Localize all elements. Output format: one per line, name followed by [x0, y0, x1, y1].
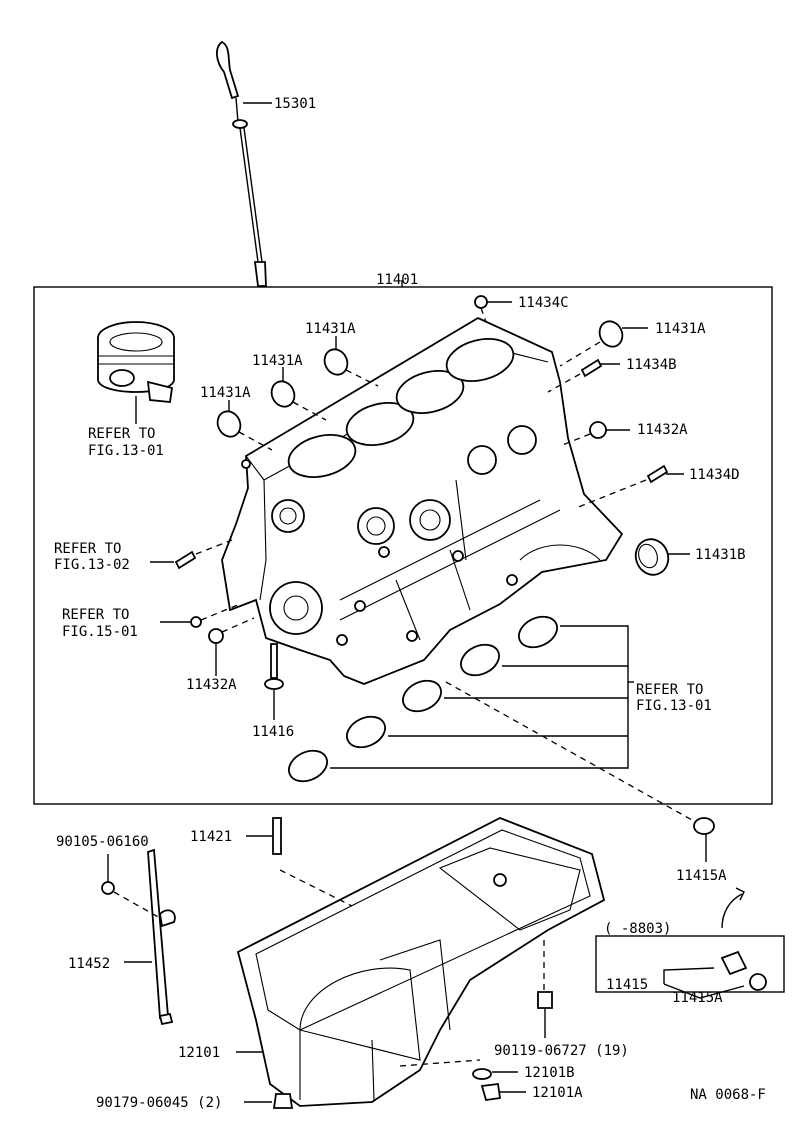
label-11415a-top: 11415A [676, 868, 727, 884]
stud-refer-13-02 [150, 539, 233, 570]
plug-11432a-left [208, 617, 255, 676]
pin-11434d [575, 464, 684, 509]
label-refer-13-01-bottom-line2: FIG.13-01 [636, 698, 712, 714]
drain-plug-12101a [480, 1082, 526, 1102]
cylinder-block [221, 316, 624, 685]
inset-frame [595, 935, 785, 993]
label-11434c: 11434C [518, 295, 569, 311]
label-12101a: 12101A [532, 1085, 583, 1101]
label-refer-13-01-bottom-line1: REFER TO [636, 682, 703, 698]
label-refer-13-02-line1: REFER TO [54, 541, 121, 557]
label-refer-13-02-line2: FIG.13-02 [54, 557, 130, 573]
drain-gasket-12101b [399, 1059, 518, 1080]
bolt-11416 [264, 643, 284, 720]
pin-11434b [547, 358, 620, 393]
dipstick [216, 40, 272, 287]
label-11421: 11421 [190, 829, 232, 845]
plug-11431a-2 [270, 367, 327, 421]
stud-11421 [246, 817, 353, 907]
plug-11434c [474, 295, 512, 323]
label-11432a-left: 11432A [186, 677, 237, 693]
label-12101: 12101 [178, 1045, 220, 1061]
diagram-code: NA 0068-F [690, 1087, 766, 1103]
plug-11431a-top-right [559, 320, 648, 367]
plug-11431a-1 [323, 336, 379, 387]
label-11415a-inset: 11415A [672, 990, 723, 1006]
label-11431a-1: 11431A [305, 321, 356, 337]
label-refer-13-01-top-line1: REFER TO [88, 426, 155, 442]
drain-plug-11415a [693, 817, 715, 862]
plug-11432a-right [559, 421, 630, 447]
dipstick-guide [101, 848, 176, 1026]
drain-plug-leader [445, 681, 693, 821]
plug-11431b [634, 538, 690, 576]
label-refer-15-01-line1: REFER TO [62, 607, 129, 623]
inset-arrow [721, 893, 743, 929]
block-assembly-frame [33, 286, 773, 805]
label-refer-15-01-line2: FIG.15-01 [62, 624, 138, 640]
piston [97, 321, 175, 424]
label-11401: 11401 [376, 272, 418, 288]
label-refer-13-01-top-line2: FIG.13-01 [88, 443, 164, 459]
label-11452: 11452 [68, 956, 110, 972]
label-90179-06045: 90179-06045 (2) [96, 1095, 222, 1111]
label-11416: 11416 [252, 724, 294, 740]
label-11434b: 11434B [626, 357, 677, 373]
bolt-90119 [537, 940, 553, 1038]
inset-parts [663, 950, 767, 999]
label-90105-06160: 90105-06160 [56, 834, 149, 850]
label-11434d: 11434D [689, 467, 740, 483]
label-15301: 15301 [274, 96, 316, 112]
label-11431a-2: 11431A [252, 353, 303, 369]
label-11431b: 11431B [695, 547, 746, 563]
label-11415: 11415 [606, 977, 648, 993]
plug-11431a-3 [216, 400, 273, 451]
label-11432a-right: 11432A [637, 422, 688, 438]
label-12101b: 12101B [524, 1065, 575, 1081]
label-90119-06727: 90119-06727 (19) [494, 1043, 629, 1059]
bolt-90179 [244, 1093, 294, 1109]
label-11431a-3: 11431A [200, 385, 251, 401]
label-11431a-top-right: 11431A [655, 321, 706, 337]
label-8803: ( -8803) [604, 921, 671, 937]
plug-refer-15-01 [160, 603, 241, 628]
main-bearings [288, 615, 634, 783]
oil-pan [236, 817, 606, 1107]
